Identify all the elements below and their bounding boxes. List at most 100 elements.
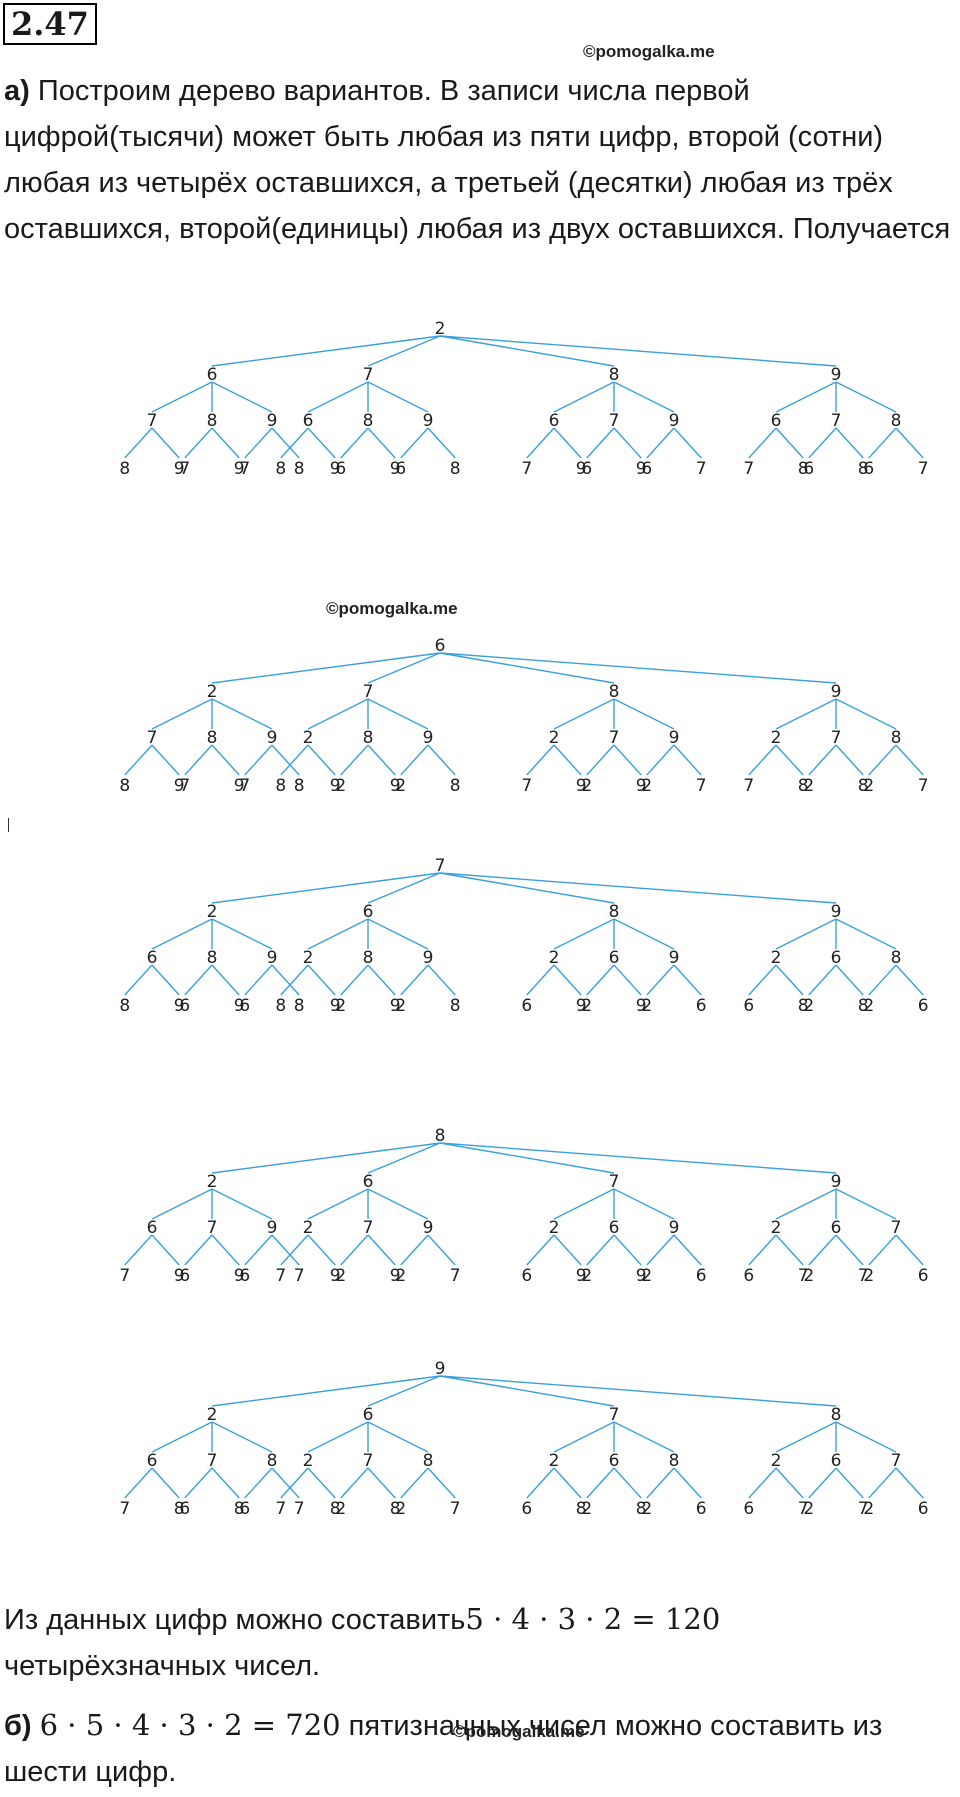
leaf-digit: 2 xyxy=(395,1266,406,1286)
leaf-digit: 6 xyxy=(179,996,190,1016)
result-a-text2: четырёхзначных чисел. xyxy=(4,1650,321,1682)
tree-edge xyxy=(367,964,396,996)
leaf-digit: 9 xyxy=(234,1266,245,1286)
tree-edge xyxy=(613,427,642,459)
leaf-digit: 8 xyxy=(294,776,305,796)
tree-edge xyxy=(124,1234,153,1266)
leaf-digit: 6 xyxy=(395,459,406,479)
tree-edge xyxy=(895,964,924,996)
child-digit: 9 xyxy=(423,411,434,431)
leaf-digit: 2 xyxy=(641,996,652,1016)
leaf-digit: 7 xyxy=(798,1499,809,1519)
tree-edge xyxy=(646,1467,675,1499)
tree-edge xyxy=(553,1421,615,1453)
leaf-digit: 9 xyxy=(636,996,647,1016)
leaf-digit: 7 xyxy=(696,459,707,479)
leaf-digit: 6 xyxy=(743,1266,754,1286)
leaf-digit: 9 xyxy=(330,776,341,796)
leaf-digit: 9 xyxy=(390,459,401,479)
leaf-digit: 9 xyxy=(174,459,185,479)
tree-edge xyxy=(271,1234,300,1266)
leaf-digit: 7 xyxy=(239,459,250,479)
leaf-digit: 8 xyxy=(858,459,869,479)
watermark-bottom: ©pomogalka.me xyxy=(453,1722,585,1741)
leaf-digit: 2 xyxy=(863,1499,874,1519)
leaf-digit: 2 xyxy=(395,996,406,1016)
child-digit: 7 xyxy=(363,1451,374,1471)
tree-edge xyxy=(439,872,837,904)
tree-edge xyxy=(646,427,675,459)
part-b-label: б) xyxy=(4,1710,32,1742)
tree-edge xyxy=(211,1421,273,1453)
tree-edge xyxy=(280,1234,309,1266)
branch-digit: 2 xyxy=(207,902,218,922)
leaf-digit: 8 xyxy=(234,1499,245,1519)
child-digit: 9 xyxy=(423,948,434,968)
branch-digit: 2 xyxy=(207,682,218,702)
child-digit: 9 xyxy=(669,728,680,748)
tree-edge xyxy=(427,744,456,776)
tree-edge xyxy=(307,964,336,996)
tree-edge xyxy=(586,427,615,459)
child-digit: 7 xyxy=(147,411,158,431)
leaf-digit: 9 xyxy=(234,459,245,479)
child-digit: 7 xyxy=(609,728,620,748)
tree-edge xyxy=(211,652,441,684)
tree-edge xyxy=(835,1421,897,1453)
child-digit: 2 xyxy=(549,1451,560,1471)
tree-edge xyxy=(553,698,615,730)
tree-edge xyxy=(124,964,153,996)
tree-edge xyxy=(211,427,240,459)
leaf-digit: 2 xyxy=(335,776,346,796)
leaf-digit: 8 xyxy=(275,776,286,796)
tree-edge xyxy=(340,964,369,996)
tree-edge xyxy=(439,335,837,367)
child-digit: 7 xyxy=(147,728,158,748)
tree-edge xyxy=(400,427,429,459)
leaf-digit: 6 xyxy=(179,1266,190,1286)
child-digit: 2 xyxy=(771,1218,782,1238)
tree-edge xyxy=(586,1234,615,1266)
tree-edge xyxy=(151,698,213,730)
leaf-digit: 6 xyxy=(803,459,814,479)
leaf-digit: 2 xyxy=(335,1499,346,1519)
part-a-label: а) xyxy=(4,75,30,107)
child-digit: 6 xyxy=(609,1218,620,1238)
leaf-digit: 2 xyxy=(395,1499,406,1519)
child-digit: 8 xyxy=(207,948,218,968)
tree-edge xyxy=(775,1234,804,1266)
watermark-middle: ©pomogalka.me xyxy=(326,599,458,618)
leaf-digit: 8 xyxy=(330,1499,341,1519)
part-b-paragraph: б) 6 · 5 · 4 · 3 · 2 = 720 пятизначных ч… xyxy=(4,1702,954,1795)
leaf-digit: 6 xyxy=(918,1266,929,1286)
child-digit: 9 xyxy=(669,948,680,968)
leaf-digit: 7 xyxy=(450,1499,461,1519)
tree-edge xyxy=(307,918,369,950)
tree-edge xyxy=(211,1234,240,1266)
leaf-digit: 8 xyxy=(798,459,809,479)
tree-edge xyxy=(613,744,642,776)
tree-edge xyxy=(526,1234,555,1266)
tree-edge xyxy=(340,427,369,459)
leaf-digit: 7 xyxy=(119,1266,130,1286)
tree-edge xyxy=(211,1142,441,1174)
branch-digit: 9 xyxy=(831,902,842,922)
leaf-digit: 8 xyxy=(450,996,461,1016)
leaf-digit: 6 xyxy=(521,1499,532,1519)
tree-edge xyxy=(124,1467,153,1499)
tree-edge xyxy=(775,1421,837,1453)
tree-edge xyxy=(211,698,273,730)
tree-edge xyxy=(439,1142,615,1174)
tree-edge xyxy=(271,427,300,459)
leaf-digit: 7 xyxy=(119,1499,130,1519)
leaf-digit: 2 xyxy=(803,1266,814,1286)
tree-edge xyxy=(613,964,642,996)
tree-edge xyxy=(748,964,777,996)
tree-edge xyxy=(613,1421,675,1453)
tree-edge xyxy=(775,918,837,950)
child-digit: 8 xyxy=(207,728,218,748)
result-a-text: Из данных цифр можно составить xyxy=(4,1604,466,1636)
child-digit: 7 xyxy=(363,1218,374,1238)
tree-edge xyxy=(775,1188,837,1220)
